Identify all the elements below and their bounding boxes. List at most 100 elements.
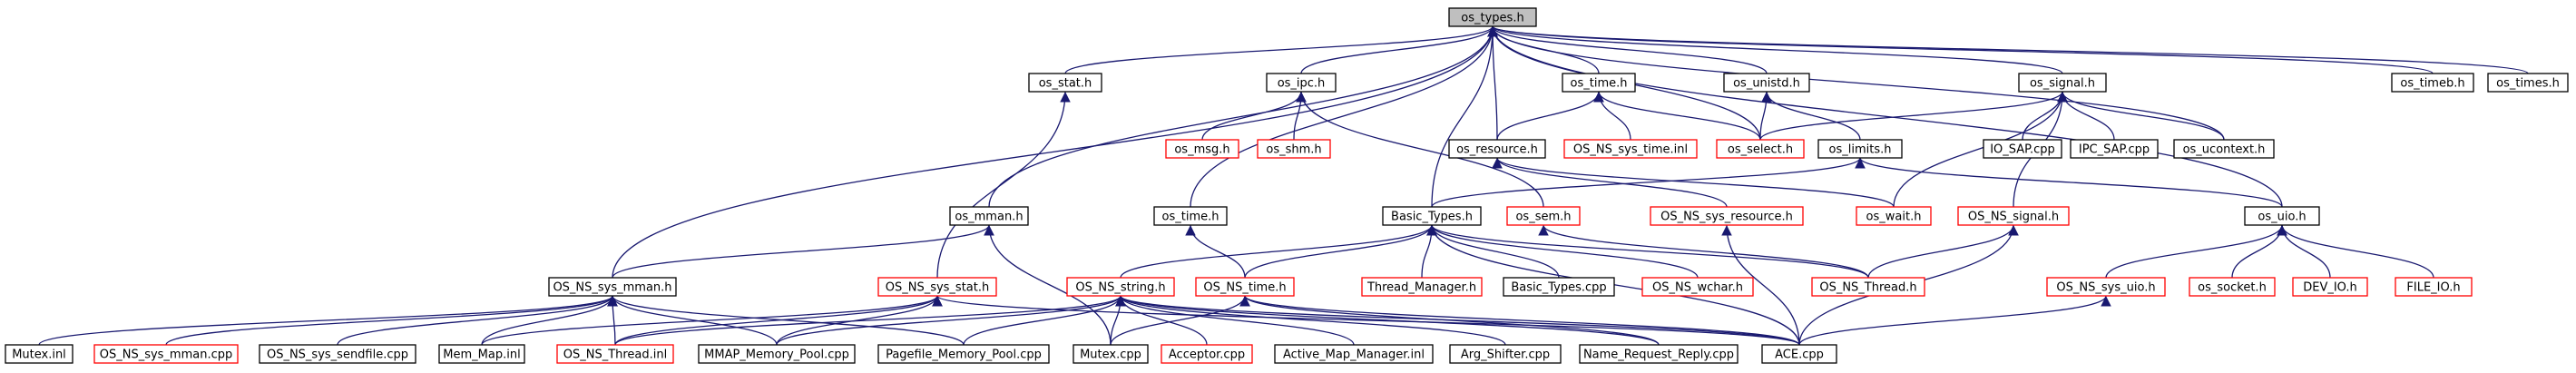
node-os-ucontext-h[interactable]: os_ucontext.h xyxy=(2173,139,2275,159)
node-box xyxy=(877,344,1050,364)
node-os-ns-sys-time-inl[interactable]: OS_NS_sys_time.inl xyxy=(1563,139,1698,159)
node-os-ns-sys-mman-cpp[interactable]: OS_NS_sys_mman.cpp xyxy=(93,344,239,364)
node-ipc-sap-cpp[interactable]: IPC_SAP.cpp xyxy=(2070,139,2159,159)
node-box xyxy=(1448,7,1537,27)
node-label: OS_NS_sys_uio.h xyxy=(2056,281,2155,295)
edge-os_ns_time_h-to-basic_types_h xyxy=(1244,224,1437,279)
node-mutex-inl[interactable]: Mutex.inl xyxy=(5,344,73,364)
node-ipc-sap-cpp-io[interactable]: IO_SAP.cpp xyxy=(1983,139,2062,159)
node-name-request-reply-cpp[interactable]: Name_Request_Reply.cpp xyxy=(1579,344,1739,364)
edge-os_ns_thread_inl-to-os_ns_sys_mman_h xyxy=(607,295,618,346)
node-box xyxy=(2487,73,2569,93)
node-os-socket-h[interactable]: os_socket.h xyxy=(2189,277,2276,297)
node-os-ns-wchar-h[interactable]: OS_NS_wchar.h xyxy=(1641,277,1754,297)
edge-os_select_h-to-os_unistd_h xyxy=(1759,91,1772,141)
node-label: OS_NS_time.h xyxy=(1203,281,1286,295)
node-os-signal-h[interactable]: os_signal.h xyxy=(2018,73,2107,93)
node-os-timeb-h[interactable]: os_timeb.h xyxy=(2391,73,2474,93)
node-ace-cpp[interactable]: ACE.cpp xyxy=(1761,344,1837,364)
node-label: os_ucontext.h xyxy=(2183,143,2266,157)
node-os-resource-h[interactable]: os_resource.h xyxy=(1448,139,1546,159)
node-arg-shifter-cpp[interactable]: Arg_Shifter.cpp xyxy=(1449,344,1562,364)
node-box xyxy=(1195,277,1295,297)
node-os-ipc-h[interactable]: os_ipc.h xyxy=(1266,73,1337,93)
node-mem-map-inl[interactable]: Mem_Map.inl xyxy=(438,344,525,364)
node-os-mman-h[interactable]: os_mman.h xyxy=(949,206,1029,226)
edge-mem_map_inl-to-os_ns_sys_mman_h xyxy=(481,295,618,346)
edge-file_io_h-to-os_uio_h xyxy=(2277,224,2434,279)
edge-os_ucontext_h-to-os_types_h xyxy=(1487,25,2225,141)
node-file-io-h[interactable]: FILE_IO.h xyxy=(2395,277,2473,297)
edge-pagefile_memory_pool_cpp-to-os_ns_sys_mman_h xyxy=(607,295,965,346)
node-label: os_uio.h xyxy=(2258,211,2306,224)
edge-os_ns_sys_resource_h-to-os_resource_h xyxy=(1492,157,1728,208)
node-acceptor-cpp[interactable]: Acceptor.cpp xyxy=(1161,344,1253,364)
node-label: OS_NS_sys_sendfile.cpp xyxy=(267,348,408,362)
node-os-ns-thread-h[interactable]: OS_NS_Thread.h xyxy=(1811,277,1925,297)
node-os-ns-sys-sendfile-cpp[interactable]: OS_NS_sys_sendfile.cpp xyxy=(259,344,416,364)
node-os-limits-h[interactable]: os_limits.h xyxy=(1817,139,1903,159)
edge-name_request_reply_cpp-to-os_ns_time_h xyxy=(1239,295,1660,346)
node-active-map-manager-inl[interactable]: Active_Map_Manager.inl xyxy=(1274,344,1434,364)
node-dev-io-h[interactable]: DEV_IO.h xyxy=(2292,277,2368,297)
node-os-ns-sys-stat-h[interactable]: OS_NS_sys_stat.h xyxy=(877,277,997,297)
node-label: OS_NS_sys_time.inl xyxy=(1573,143,1688,157)
edge-os_ucontext_h-to-os_signal_h xyxy=(2057,91,2225,141)
node-os-shm-h[interactable]: os_shm.h xyxy=(1257,139,1331,159)
node-basic-types-cpp[interactable]: Basic_Types.cpp xyxy=(1503,277,1615,297)
node-os-ns-sys-uio-h[interactable]: OS_NS_sys_uio.h xyxy=(2046,277,2166,297)
node-box xyxy=(1448,139,1546,159)
node-os-times-h[interactable]: os_times.h xyxy=(2487,73,2569,93)
edge-ace_cpp-to-os_ns_sys_uio_h xyxy=(1798,295,2111,346)
node-label: ACE.cpp xyxy=(1775,348,1824,362)
node-box xyxy=(1716,139,1805,159)
node-label: os_signal.h xyxy=(2030,77,2095,91)
node-box xyxy=(1382,206,1482,226)
node-os-time-h[interactable]: os_time.h xyxy=(1562,73,1636,93)
edge-os_ns_thread_inl-to-os_ns_string_h xyxy=(614,295,1126,346)
node-thread-manager-h[interactable]: Thread_Manager.h xyxy=(1361,277,1483,297)
edge-ace_cpp-to-os_ns_time_h xyxy=(1239,295,1800,346)
node-label: DEV_IO.h xyxy=(2303,281,2357,295)
node-os-ns-signal-h[interactable]: OS_NS_signal.h xyxy=(1957,206,2070,226)
node-os-types-h: os_types.h xyxy=(1448,7,1537,27)
node-os-wait-h[interactable]: os_wait.h xyxy=(1856,206,1932,226)
node-os-uio-h[interactable]: os_uio.h xyxy=(2244,206,2320,226)
node-os-ns-sys-mman-h[interactable]: OS_NS_sys_mman.h xyxy=(548,277,677,297)
node-box xyxy=(1503,277,1615,297)
edge-thread_manager_h-to-basic_types_h xyxy=(1421,224,1437,279)
edge-pagefile_memory_pool_cpp-to-os_ns_string_h xyxy=(963,295,1126,346)
node-os-ns-time-h[interactable]: OS_NS_time.h xyxy=(1195,277,1295,297)
node-mmap-memory-pool-cpp[interactable]: MMAP_Memory_Pool.cpp xyxy=(698,344,856,364)
node-box xyxy=(1161,344,1253,364)
node-box xyxy=(2070,139,2159,159)
node-label: os_limits.h xyxy=(1829,143,1892,157)
node-os-stat-h[interactable]: os_stat.h xyxy=(1028,73,1102,93)
node-os-ns-thread-inl[interactable]: OS_NS_Thread.inl xyxy=(556,344,674,364)
node-label: OS_NS_sys_resource.h xyxy=(1660,211,1793,224)
node-label: os_resource.h xyxy=(1456,143,1538,157)
node-label: os_stat.h xyxy=(1039,77,1092,91)
node-pagefile-memory-pool-cpp[interactable]: Pagefile_Memory_Pool.cpp xyxy=(877,344,1050,364)
node-label: os_time.h xyxy=(1162,211,1219,224)
edge-os_limits_h-to-os_unistd_h xyxy=(1761,91,1861,141)
node-os-time-h2[interactable]: os_time.h xyxy=(1153,206,1228,226)
node-basic-types-h[interactable]: Basic_Types.h xyxy=(1382,206,1482,226)
node-os-msg-h[interactable]: os_msg.h xyxy=(1165,139,1239,159)
edge-os_ns_sys_sendfile_cpp-to-os_ns_sys_mman_h xyxy=(337,295,618,346)
node-os-select-h[interactable]: os_select.h xyxy=(1716,139,1805,159)
node-os-ns-sys-resource-h[interactable]: OS_NS_sys_resource.h xyxy=(1650,206,1804,226)
edge-mmap_memory_pool_cpp-to-os_ns_string_h xyxy=(776,295,1126,346)
node-os-sem-h[interactable]: os_sem.h xyxy=(1506,206,1581,226)
node-os-ns-string-h[interactable]: OS_NS_string.h xyxy=(1066,277,1175,297)
node-box xyxy=(1957,206,2070,226)
node-label: os_wait.h xyxy=(1866,211,1922,224)
node-label: Basic_Types.h xyxy=(1391,211,1473,224)
edge-os_sem_h-to-os_ipc_h xyxy=(1296,91,1544,208)
edge-os_ns_string_h-to-basic_types_h xyxy=(1120,224,1437,279)
node-os-unistd-h[interactable]: os_unistd.h xyxy=(1723,73,1810,93)
edge-os_resource_h-to-os_time_h xyxy=(1496,91,1604,141)
node-mutex-cpp[interactable]: Mutex.cpp xyxy=(1073,344,1149,364)
edge-os_mman_h-to-os_types_h xyxy=(988,25,1498,208)
